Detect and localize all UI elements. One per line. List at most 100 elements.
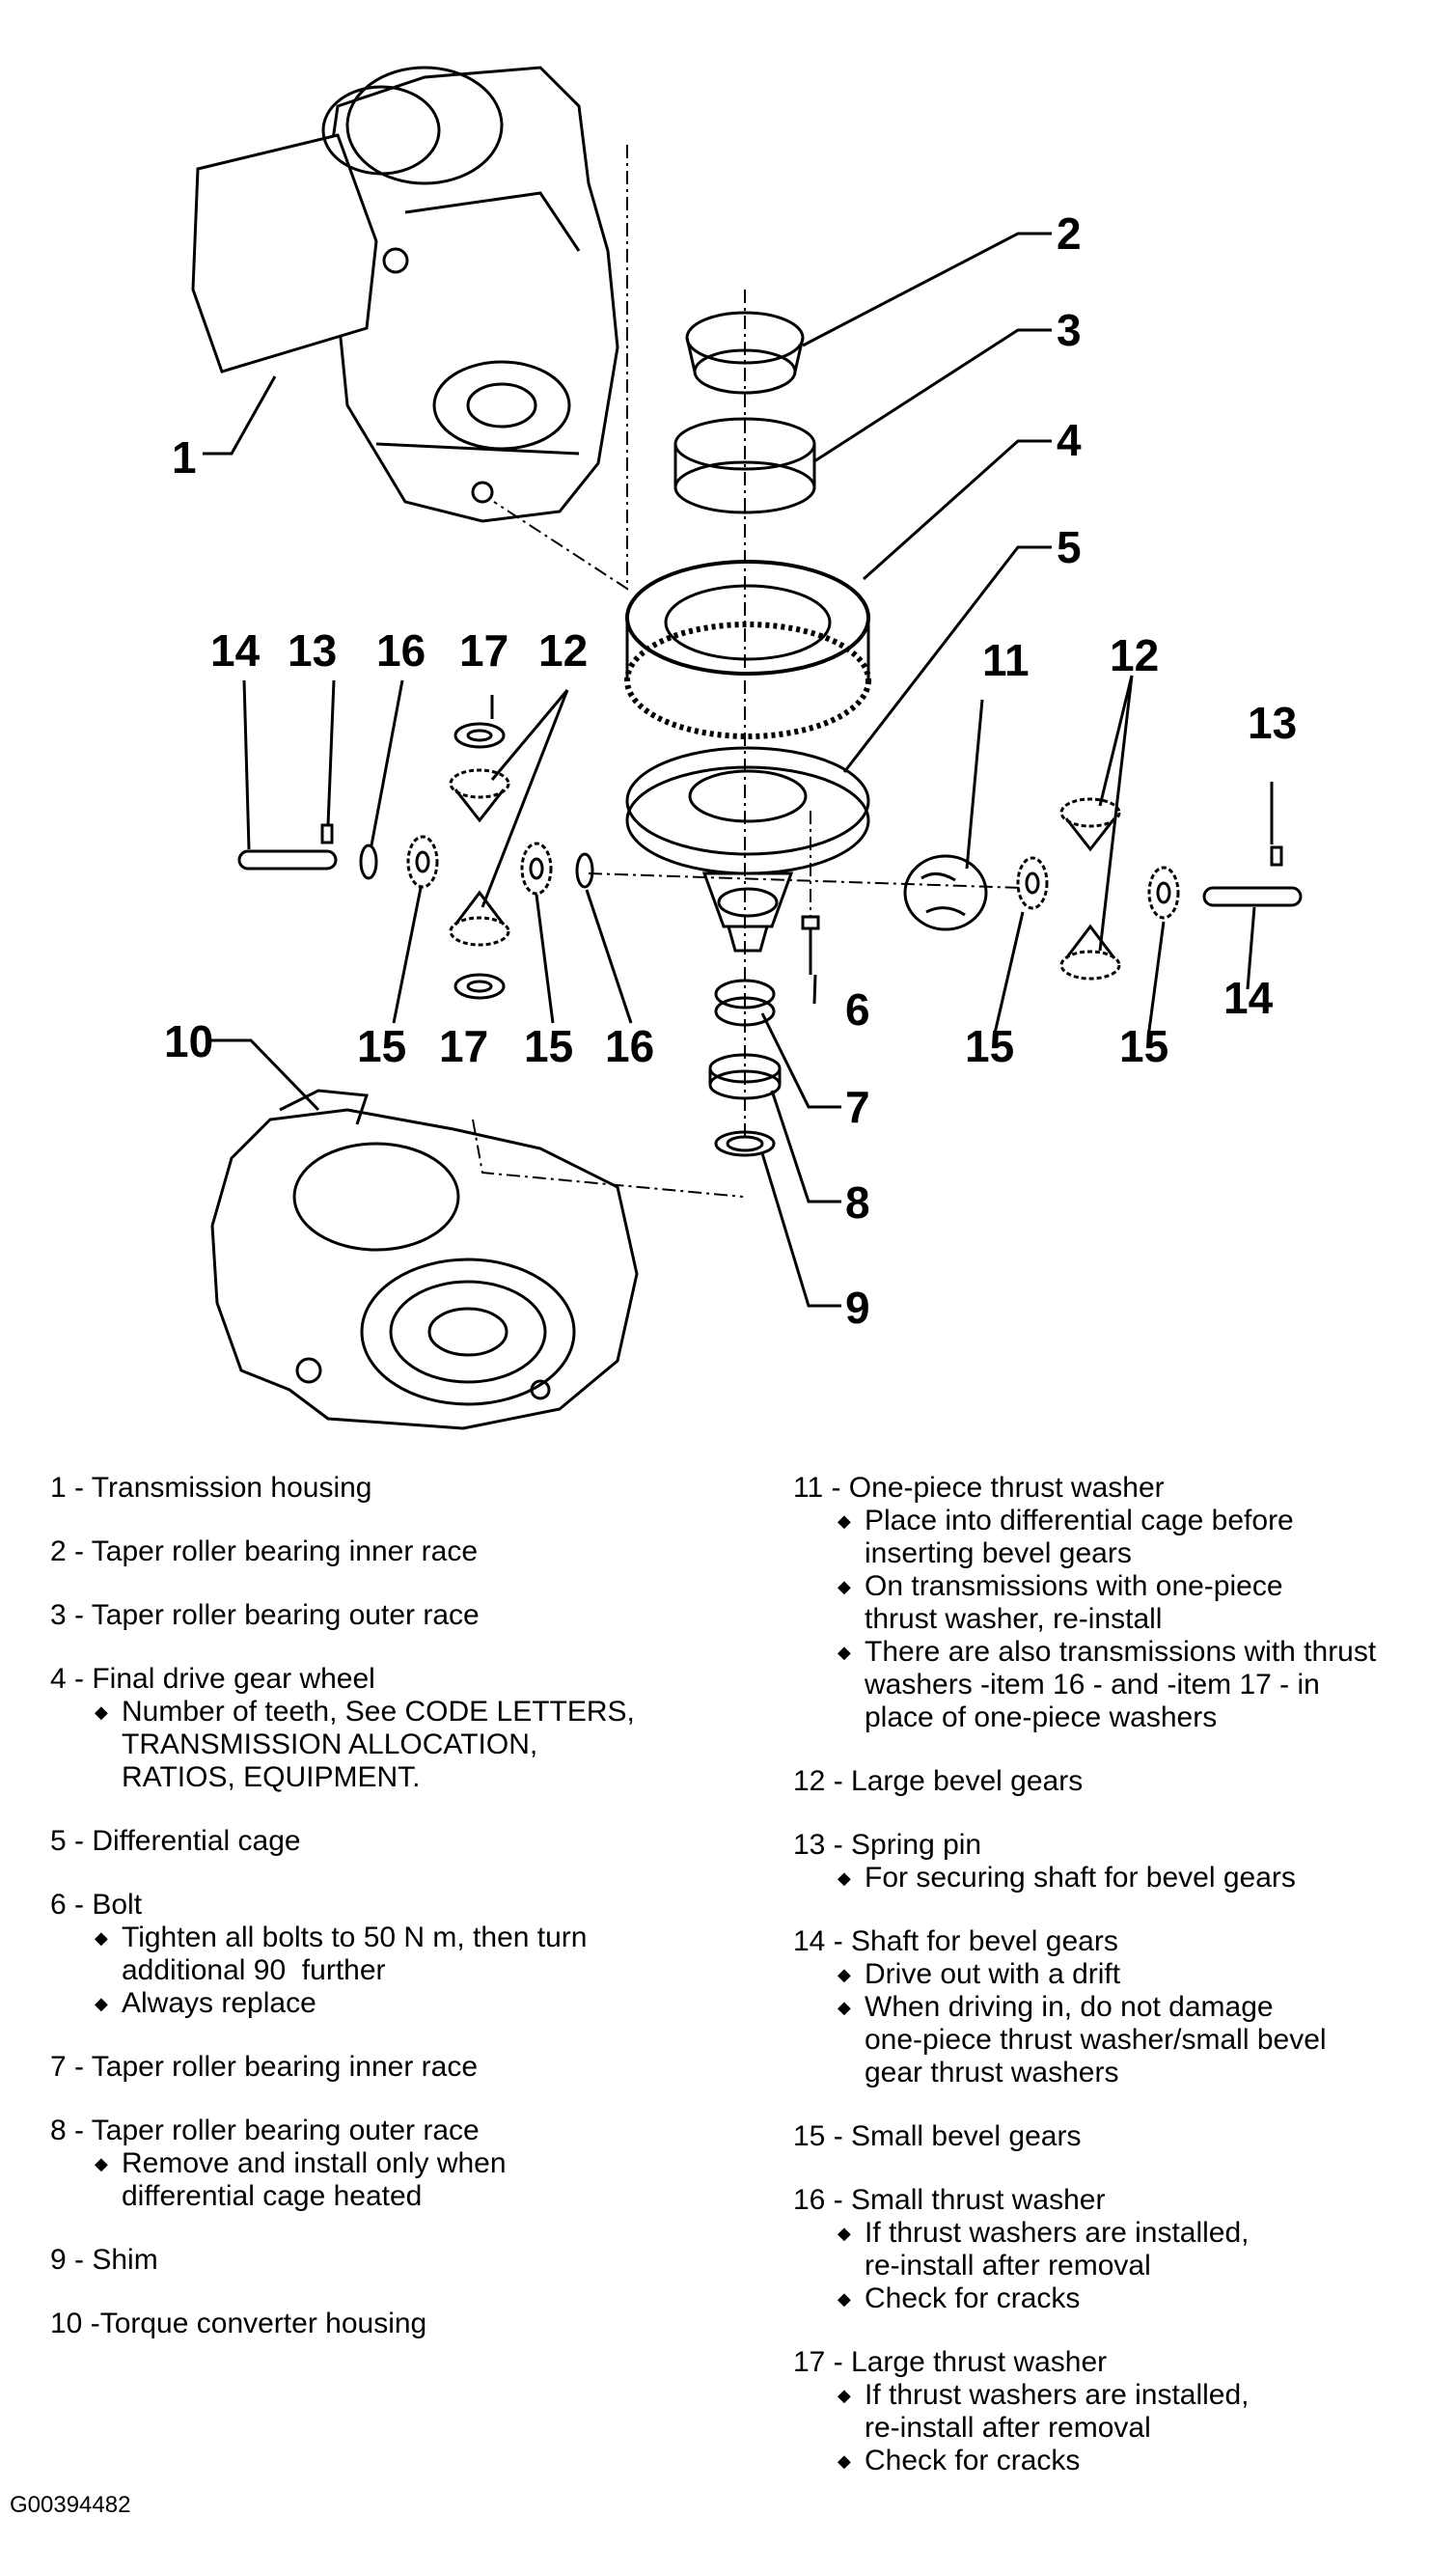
legend-bullet-line: Check for cracks — [865, 2445, 1081, 2476]
legend-entry-title: 11 - One-piece thrust washer — [793, 1472, 1165, 1504]
legend-bullet: If thrust washers are installed,re-insta… — [838, 2217, 1430, 2282]
legend-entry-title: 3 - Taper roller bearing outer race — [50, 1599, 480, 1631]
legend-entry: 1 - Transmission housing — [50, 1472, 726, 1505]
callout-13-left: 13 — [288, 625, 337, 676]
callout-4: 4 — [1057, 415, 1082, 465]
assembly-centerlines — [472, 145, 1024, 1198]
large-bevel-gear-left-top — [449, 768, 510, 823]
legend-bullet-line: washers -item 16 - and -item 17 - in — [865, 1669, 1320, 1701]
shaft-left — [237, 849, 338, 871]
legend-bullet-line: RATIOS, EQUIPMENT. — [122, 1761, 421, 1793]
legend-entry: 9 - Shim — [50, 2244, 726, 2277]
legend-bullet: If thrust washers are installed,re-insta… — [838, 2379, 1430, 2445]
small-bevel-gear-left-a — [406, 835, 439, 889]
legend-bullets: Number of teeth, See CODE LETTERS,TRANSM… — [50, 1696, 726, 1794]
legend-entry: 7 - Taper roller bearing inner race — [50, 2051, 726, 2084]
legend-entry-title: 4 - Final drive gear wheel — [50, 1663, 375, 1695]
callout-labels: 1 2 3 4 5 6 7 8 9 10 11 12 12 13 13 14 1… — [164, 208, 1297, 1333]
legend-entry-title: 9 - Shim — [50, 2244, 158, 2276]
callout-10: 10 — [164, 1016, 213, 1066]
callout-9: 9 — [845, 1283, 870, 1333]
shaft-right — [1202, 886, 1303, 907]
legend-entry-title: 12 - Large bevel gears — [793, 1765, 1084, 1797]
legend-bullet-line: place of one-piece washers — [865, 1701, 1218, 1733]
legend-bullets: Drive out with a driftWhen driving in, d… — [793, 1958, 1430, 2089]
legend-bullet: Place into differential cage beforeinser… — [838, 1505, 1430, 1570]
legend-entry: 3 - Taper roller bearing outer race — [50, 1599, 726, 1632]
callout-2: 2 — [1057, 208, 1082, 259]
callout-11: 11 — [982, 635, 1030, 685]
legend-bullet: When driving in, do not damageone-piece … — [838, 1991, 1430, 2089]
legend-bullet-line: TRANSMISSION ALLOCATION, — [122, 1728, 538, 1760]
legend-entry-title: 10 -Torque converter housing — [50, 2308, 427, 2339]
callout-12-right: 12 — [1110, 630, 1159, 680]
large-thrust-washer-left-top — [453, 722, 506, 749]
legend-bullet-line: one-piece thrust washer/small bevel — [865, 2024, 1327, 2056]
legend-bullet: Always replace — [95, 1987, 726, 2020]
legend-bullet-line: Tighten all bolts to 50 N m, then turn — [122, 1922, 588, 1953]
legend-bullet-line: Drive out with a drift — [865, 1958, 1121, 1990]
legend-bullets: If thrust washers are installed,re-insta… — [793, 2379, 1430, 2477]
legend-bullet: Remove and install only whendifferential… — [95, 2147, 726, 2213]
legend-bullet: Drive out with a drift — [838, 1958, 1430, 1991]
callout-15-a: 15 — [357, 1021, 406, 1071]
callout-17-bottom: 17 — [439, 1021, 488, 1071]
leader-lines — [203, 232, 1274, 1308]
legend-bullet-line: re-install after removal — [865, 2412, 1151, 2444]
legend-bullet-line: There are also transmissions with thrust — [865, 1636, 1377, 1668]
legend-bullets: If thrust washers are installed,re-insta… — [793, 2217, 1430, 2315]
callout-16-bottom: 16 — [605, 1021, 654, 1071]
legend-entry-title: 14 - Shaft for bevel gears — [793, 1925, 1118, 1957]
legend-bullet-line: inserting bevel gears — [865, 1537, 1132, 1569]
legend-bullet-line: Remove and install only when — [122, 2147, 507, 2179]
callout-15-d: 15 — [1119, 1021, 1168, 1071]
legend-bullet-line: For securing shaft for bevel gears — [865, 1862, 1296, 1894]
legend-entry: 12 - Large bevel gears — [793, 1765, 1430, 1798]
legend-entry-title: 6 - Bolt — [50, 1889, 143, 1921]
legend-bullet-line: On transmissions with one-piece — [865, 1570, 1283, 1602]
legend-bullet: Check for cracks — [838, 2282, 1430, 2315]
legend-bullet: Number of teeth, See CODE LETTERS,TRANSM… — [95, 1696, 726, 1794]
callout-14-left: 14 — [210, 625, 261, 676]
legend-bullet-line: differential cage heated — [122, 2180, 423, 2212]
one-piece-thrust-washer — [903, 854, 988, 931]
legend-entry: 11 - One-piece thrust washerPlace into d… — [793, 1472, 1430, 1734]
legend-entry-title: 5 - Differential cage — [50, 1825, 301, 1857]
legend-entry: 5 - Differential cage — [50, 1825, 726, 1858]
legend-bullets: Tighten all bolts to 50 N m, then turnad… — [50, 1922, 726, 2020]
callout-14-right: 14 — [1223, 973, 1274, 1023]
small-thrust-washer-left-a — [359, 844, 378, 880]
callout-15-c: 15 — [965, 1021, 1014, 1071]
legend-bullet: There are also transmissions with thrust… — [838, 1636, 1430, 1734]
small-bevel-gear-right-a — [1016, 856, 1049, 910]
legend-entry-title: 17 - Large thrust washer — [793, 2346, 1108, 2378]
small-bevel-gear-right-b — [1147, 866, 1180, 920]
legend-entry-title: 16 - Small thrust washer — [793, 2184, 1106, 2216]
spring-pin-right — [1270, 845, 1283, 867]
large-thrust-washer-left-bottom — [453, 973, 506, 1000]
large-bevel-gear-left-bottom — [449, 890, 510, 947]
small-bevel-gear-left-b — [520, 842, 553, 896]
legend-entry: 8 - Taper roller bearing outer raceRemov… — [50, 2115, 726, 2213]
legend-bullet-line: Number of teeth, See CODE LETTERS, — [122, 1696, 635, 1728]
legend-bullet-line: gear thrust washers — [865, 2057, 1119, 2088]
small-thrust-washer-left-b — [575, 852, 594, 889]
callout-1: 1 — [172, 432, 197, 483]
legend-entry: 6 - BoltTighten all bolts to 50 N m, the… — [50, 1889, 726, 2020]
legend-bullets: Place into differential cage beforeinser… — [793, 1505, 1430, 1734]
legend-entry-title: 2 - Taper roller bearing inner race — [50, 1535, 479, 1567]
legend-entry-title: 15 - Small bevel gears — [793, 2120, 1082, 2152]
legend-bullet-line: Check for cracks — [865, 2282, 1081, 2314]
legend-entry: 16 - Small thrust washerIf thrust washer… — [793, 2184, 1430, 2315]
callout-16-top: 16 — [376, 625, 426, 676]
callout-17-top: 17 — [459, 625, 508, 676]
bolt — [801, 915, 820, 975]
legend-entry-title: 8 - Taper roller bearing outer race — [50, 2115, 480, 2146]
final-drive-gear-wheel — [624, 560, 871, 739]
callout-15-b: 15 — [524, 1021, 573, 1071]
callout-12-left: 12 — [538, 625, 588, 676]
callout-7: 7 — [845, 1082, 870, 1132]
figure-id: G00394482 — [10, 2492, 131, 2518]
legend-entry-title: 7 - Taper roller bearing inner race — [50, 2051, 479, 2083]
